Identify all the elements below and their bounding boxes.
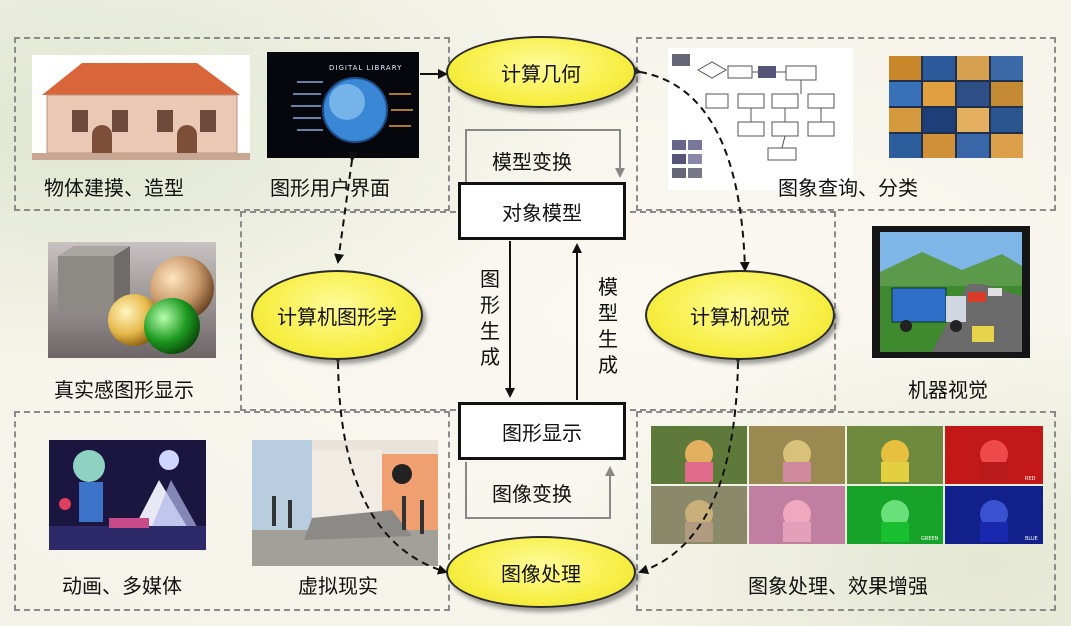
caption-machine-vision: 机器视觉 [908, 378, 988, 402]
machine-vision-image [872, 226, 1030, 358]
caption-animation: 动画、多媒体 [62, 574, 182, 598]
rgb-label-green: GREEN [921, 536, 939, 542]
node-object-model: 对象模型 [458, 182, 626, 240]
house-image [32, 55, 250, 160]
node-computer-graphics: 计算机图形学 [251, 270, 423, 360]
animation-image [49, 440, 206, 550]
node-image-processing: 图像处理 [446, 536, 636, 608]
photo-grid [889, 56, 1023, 158]
caption-gui: 图形用户界面 [270, 176, 390, 200]
label-graphics-generation: 图形生成 [480, 267, 500, 369]
gui-screen-title: DIGITAL LIBRARY [329, 64, 403, 72]
label-model-generation: 模型生成 [598, 275, 618, 377]
caption-image-query: 图象查询、分类 [778, 176, 918, 200]
caption-virtual-reality: 虚拟现实 [298, 574, 378, 598]
node-computational-geometry: 计算几何 [446, 36, 636, 108]
caption-realistic-graphics: 真实感图形显示 [54, 378, 194, 402]
gui-screenshot: DIGITAL LIBRARY [267, 52, 419, 158]
region-top-left [14, 37, 450, 211]
label-image-transform: 图像变换 [492, 482, 572, 506]
caption-image-enhancement: 图象处理、效果增强 [748, 574, 928, 598]
label-model-transform: 模型变换 [492, 150, 572, 174]
rgb-label-red: RED [1025, 476, 1036, 482]
rgb-label-blue: BLUE [1025, 536, 1038, 542]
node-computer-vision: 计算机视觉 [645, 270, 835, 360]
region-bottom-right [636, 411, 1056, 611]
region-bottom-left [14, 411, 450, 611]
realistic-render-image [48, 242, 216, 358]
caption-object-modeling: 物体建摸、造型 [44, 176, 184, 200]
node-graphics-display: 图形显示 [458, 402, 626, 460]
